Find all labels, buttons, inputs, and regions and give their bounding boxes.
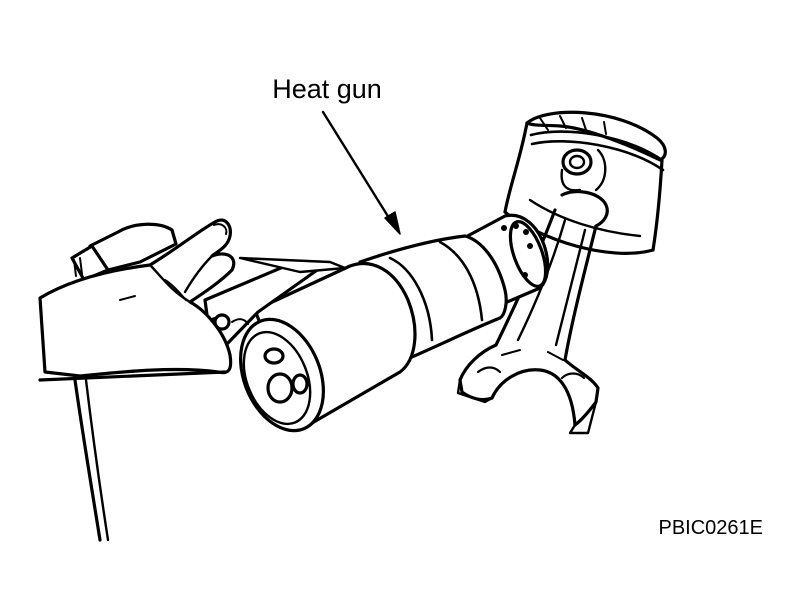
- callout-label: Heat gun: [272, 74, 382, 104]
- callout-arrow: [321, 110, 401, 235]
- figure-id: PBIC0261E: [658, 517, 763, 539]
- heat-gun: [203, 213, 550, 433]
- hand: [38, 218, 236, 542]
